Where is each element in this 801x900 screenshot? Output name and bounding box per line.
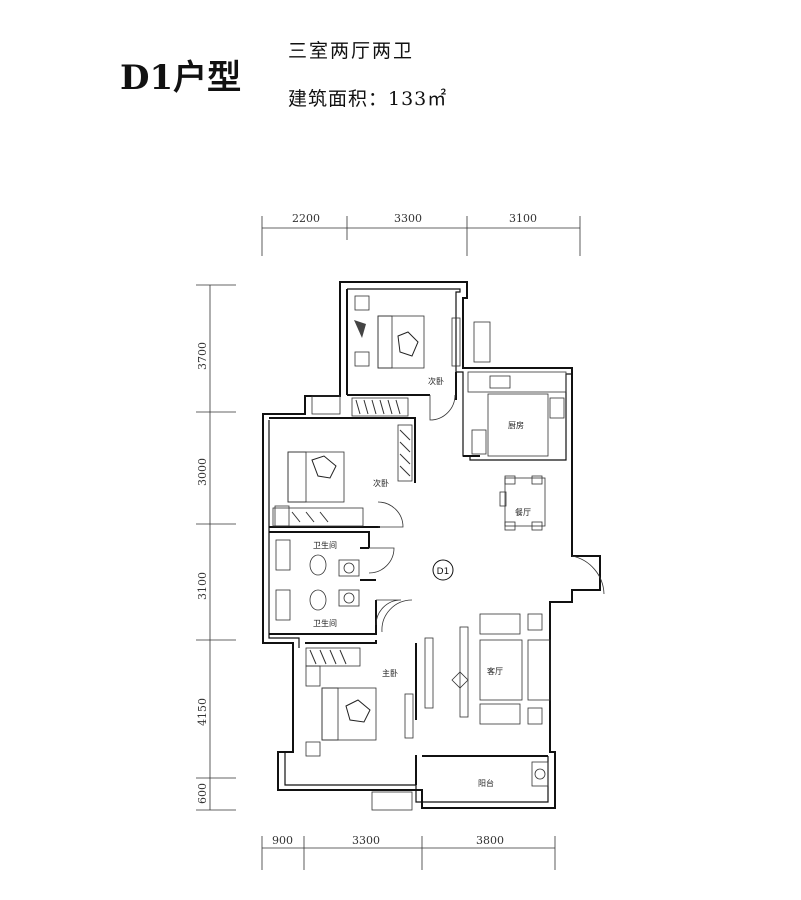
plan-subtitle: 三室两厅两卫	[288, 40, 415, 62]
label-kitchen: 厨房	[508, 420, 524, 430]
bottom-dimension-line: 900 3300 3800	[261, 834, 556, 870]
bedroom-top-furniture	[351, 295, 425, 417]
unit-marker: D1	[432, 559, 454, 581]
room-labels: 次卧 厨房 次卧 餐厅 卫生间 卫生间 主卧 客厅 阳台	[313, 376, 531, 788]
bathroom-fixtures	[275, 539, 360, 621]
label-bath-2: 卫生间	[313, 618, 337, 628]
dim-left-1: 3700	[196, 342, 209, 370]
dim-bottom-1: 900	[272, 834, 293, 847]
unit-marker-label: D1	[437, 567, 450, 577]
dim-top-1: 2200	[292, 212, 320, 225]
label-bedroom-top: 次卧	[428, 376, 444, 386]
plan-area: 建筑面积：133㎡	[288, 88, 448, 110]
master-bedroom-furniture	[305, 647, 377, 757]
dim-left-3: 3100	[196, 572, 209, 600]
top-dimension-line: 2200 3300 3100	[261, 212, 581, 256]
balcony-furniture	[531, 761, 549, 787]
bedroom-mid-furniture	[272, 424, 413, 527]
kitchen-furniture	[467, 371, 567, 457]
exterior-walls	[262, 281, 601, 809]
left-dimension-line: 3700 3000 3100 4150 600	[196, 284, 236, 811]
living-furniture	[451, 613, 551, 725]
dim-top-2: 3300	[394, 212, 422, 225]
windows	[274, 317, 491, 811]
label-balcony: 阳台	[478, 778, 494, 788]
dim-left-2: 3000	[196, 458, 209, 486]
dining-furniture	[499, 475, 546, 531]
label-living: 客厅	[487, 666, 503, 676]
interior-walls	[269, 289, 548, 785]
label-bedroom-mid: 次卧	[373, 478, 389, 488]
dim-bottom-2: 3300	[352, 834, 380, 847]
door-swings	[368, 394, 605, 633]
dim-left-5: 600	[196, 783, 209, 804]
dim-top-3: 3100	[509, 212, 537, 225]
dim-bottom-3: 3800	[476, 834, 504, 847]
label-bath-1: 卫生间	[313, 540, 337, 550]
plan-title: D1户型	[120, 58, 242, 98]
label-master: 主卧	[382, 668, 398, 678]
dim-left-4: 4150	[196, 698, 209, 726]
label-dining: 餐厅	[515, 508, 531, 517]
